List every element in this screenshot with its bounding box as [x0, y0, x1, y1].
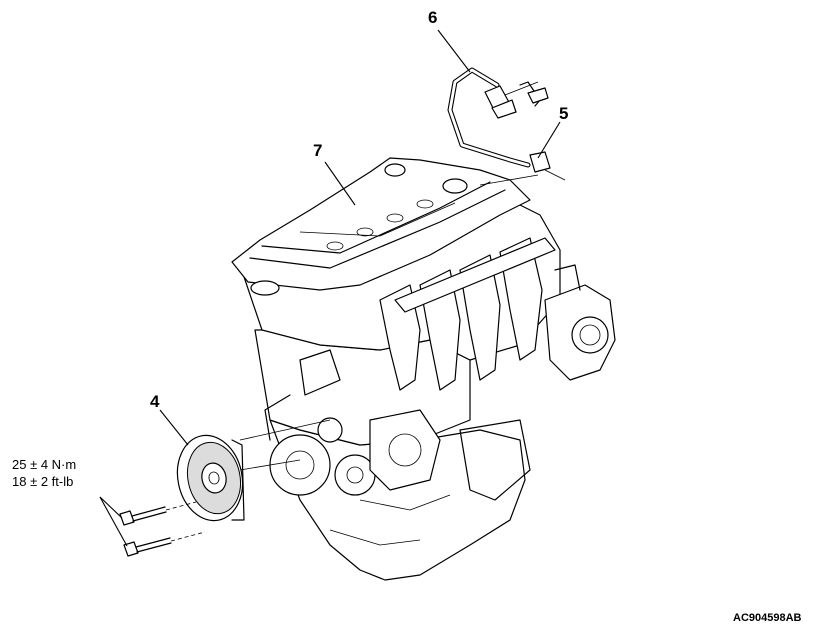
torque-imperial: 18 ± 2 ft-lb	[12, 474, 74, 489]
figure-id: AC904598AB	[733, 612, 802, 624]
callout-6: 6	[428, 8, 438, 27]
crankshaft-pulley	[176, 419, 331, 522]
callout-7: 7	[313, 141, 323, 160]
torque-metric: 25 ± 4 N·m	[12, 457, 77, 472]
hose-assembly	[447, 67, 566, 186]
pulley-bolts	[119, 501, 206, 557]
torque-spec: 25 ± 4 N·m 18 ± 2 ft-lb	[12, 456, 76, 490]
engine-assembly	[231, 157, 616, 581]
callout-4: 4	[150, 392, 160, 411]
callout-5: 5	[559, 104, 569, 123]
